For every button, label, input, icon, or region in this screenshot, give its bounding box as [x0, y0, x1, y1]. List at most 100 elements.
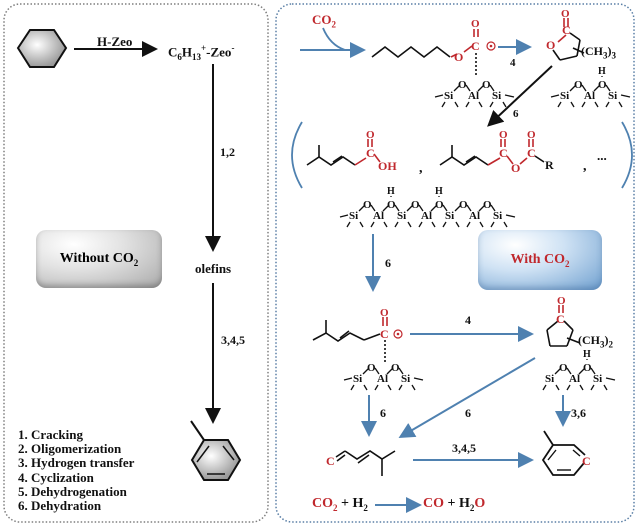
hexyl-carbonate-structure [371, 29, 479, 75]
svg-text:Si: Si [349, 210, 358, 222]
svg-text:O: O [366, 129, 375, 141]
svg-text:C: C [326, 454, 335, 468]
step-label-1-2: 1,2 [220, 145, 235, 159]
svg-text:Si: Si [608, 90, 617, 102]
svg-text:O: O [363, 199, 372, 211]
svg-text:Si: Si [493, 210, 502, 222]
step-label-3-6: 3,6 [571, 406, 586, 420]
svg-text:O: O [391, 362, 400, 374]
svg-text:O: O [574, 79, 583, 91]
svg-text:Si: Si [492, 90, 501, 102]
step-label-6-left: 6 [380, 406, 386, 420]
svg-text:C: C [499, 146, 508, 160]
svg-text:H: H [598, 66, 606, 77]
svg-text:O: O [546, 38, 555, 52]
without-co2-badge: Without CO2 [36, 230, 162, 288]
catalyst-label: H-Zeo [97, 34, 133, 49]
step-label-4-top: 4 [510, 57, 516, 69]
cation-icon [486, 41, 496, 51]
svg-text:Al: Al [584, 90, 595, 102]
lactone-substituent: (CH3)3 [581, 44, 616, 61]
legend-item: 4. Cyclization [18, 469, 94, 485]
acid-structure [306, 139, 381, 166]
svg-text:O: O [483, 199, 492, 211]
svg-text:C: C [582, 454, 591, 468]
without-co2-label: Without CO2 [59, 250, 139, 268]
cyclohexane-icon [16, 29, 68, 68]
svg-text:Si: Si [353, 373, 362, 385]
left-parenthesis [291, 121, 303, 189]
carbocation-label: C6H13+-Zeo- [168, 43, 235, 62]
reaction-legend: 1. Cracking 2. Oligomerization 3. Hydrog… [18, 427, 134, 514]
svg-text:C: C [556, 312, 565, 326]
legend-item: 2. Oligomerization [18, 441, 122, 457]
anhydride-r-label: R [545, 158, 554, 172]
svg-text:Al: Al [373, 210, 384, 222]
svg-text:Si: Si [560, 90, 569, 102]
svg-text:O: O [557, 295, 566, 307]
svg-text:Si: Si [401, 373, 410, 385]
svg-text:O: O [435, 199, 444, 211]
cation-icon [393, 329, 403, 339]
svg-text:O: O [583, 362, 592, 374]
legend-item: 6. Dehydration [18, 498, 102, 514]
svg-text:O: O [561, 8, 570, 20]
svg-text:,: , [419, 161, 423, 176]
svg-text:Al: Al [469, 210, 480, 222]
left-panel-border [3, 3, 269, 523]
svg-text:C: C [366, 146, 375, 160]
equation-right: CO + H2O [423, 496, 486, 513]
svg-text:Al: Al [569, 373, 580, 385]
co2-input-label: CO2 [312, 12, 336, 30]
step-label-4-low: 4 [465, 313, 471, 327]
svg-text:O: O [380, 307, 389, 319]
svg-text:C: C [380, 327, 389, 341]
acylium-structure [312, 317, 388, 362]
svg-text:C: C [471, 39, 480, 53]
equation-left: CO2 + H2 [312, 496, 368, 513]
legend-item: 1. Cracking [18, 427, 83, 442]
svg-text:Si: Si [445, 210, 454, 222]
svg-text:C: C [527, 146, 536, 160]
anhydride-structure [439, 139, 545, 166]
ellipsis-label: ... [597, 148, 607, 163]
diene-structure [335, 450, 396, 476]
svg-text:O: O [559, 362, 568, 374]
svg-text:O: O [471, 18, 480, 30]
svg-text:O: O [387, 199, 396, 211]
svg-text:Si: Si [593, 373, 602, 385]
step-label-3-4-5: 3,4,5 [221, 333, 245, 347]
svg-text:Al: Al [421, 210, 432, 222]
arrow-step6-diag [398, 357, 536, 439]
acid-oh-label: OH [378, 159, 397, 173]
svg-text:Si: Si [444, 90, 453, 102]
with-co2-badge: With CO2 [478, 230, 602, 290]
step-label-6-mid: 6 [385, 256, 391, 270]
toluene-c-structure [541, 430, 586, 476]
svg-text:O: O [458, 79, 467, 91]
arrow-step6-top [487, 65, 553, 127]
svg-text:H: H [583, 349, 591, 360]
svg-text:O: O [367, 362, 376, 374]
step-label-3-4-5-bottom: 3,4,5 [452, 441, 476, 455]
svg-text:Si: Si [545, 373, 554, 385]
svg-text:O: O [459, 199, 468, 211]
svg-text:H: H [387, 186, 395, 197]
svg-text:Al: Al [377, 373, 388, 385]
svg-text:H: H [435, 186, 443, 197]
co2-curved-arrow [322, 27, 346, 51]
olefins-label: olefins [195, 261, 232, 276]
step-label-6-top: 6 [513, 108, 519, 120]
svg-text:O: O [511, 161, 520, 175]
with-co2-label: With CO2 [510, 251, 570, 269]
svg-text:,: , [583, 159, 587, 174]
lactone-structure [552, 18, 585, 61]
svg-text:O: O [482, 79, 491, 91]
svg-text:O: O [598, 79, 607, 91]
